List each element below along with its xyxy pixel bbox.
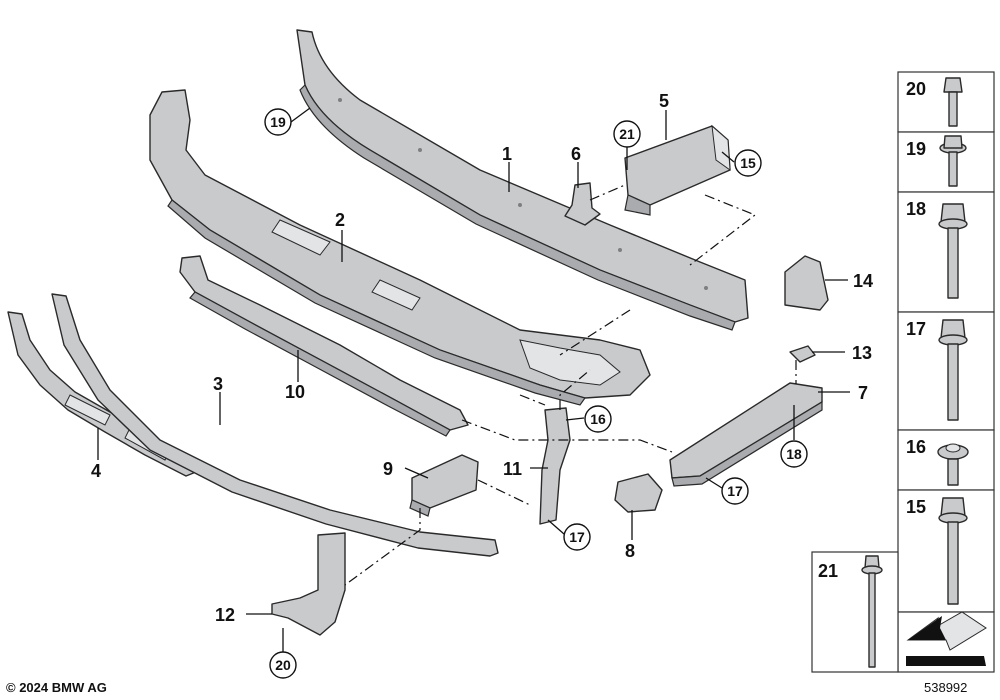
support-bracket-part[interactable] [271, 532, 346, 636]
label-10: 10 [285, 382, 305, 402]
trim-strip-part[interactable] [51, 293, 499, 557]
callout-20: 20 [269, 651, 297, 679]
sensor-bracket-part[interactable] [409, 454, 479, 517]
label-8: 8 [625, 541, 635, 561]
side-rail-part[interactable] [179, 255, 469, 437]
bracket-box-part[interactable] [624, 124, 731, 216]
svg-text:20: 20 [275, 657, 291, 673]
table-label-20: 20 [906, 79, 926, 99]
table-label-17: 17 [906, 319, 926, 339]
copyright-text: © 2024 BMW AG [6, 680, 107, 695]
mount-bracket-part[interactable] [784, 255, 829, 311]
callout-17-lower: 17 [563, 523, 591, 551]
part-number-labels: 1 2 3 4 5 6 7 8 9 10 11 12 13 14 [91, 91, 873, 625]
bolt-15-icon [938, 497, 968, 605]
bolt-21-icon [861, 555, 883, 668]
vertical-bracket-part[interactable] [539, 407, 571, 525]
svg-text:21: 21 [619, 126, 635, 142]
label-12: 12 [215, 605, 235, 625]
impact-rail-part[interactable] [669, 382, 823, 487]
svg-text:19: 19 [270, 114, 286, 130]
svg-text:18: 18 [786, 446, 802, 462]
lower-carrier-part[interactable] [149, 89, 651, 406]
label-11: 11 [503, 459, 522, 479]
clip-part[interactable] [789, 345, 816, 363]
bumper-carrier-part[interactable] [296, 29, 749, 331]
bolt-17-icon [938, 319, 968, 421]
bolt-19-icon [939, 135, 967, 187]
bolt-20-icon [943, 77, 963, 127]
leader-lines [97, 107, 850, 652]
label-5: 5 [659, 91, 669, 111]
svg-text:17: 17 [569, 529, 585, 545]
assembly-lines [344, 184, 797, 586]
callout-21: 21 [613, 120, 641, 148]
image-number-text: 538992 [924, 680, 967, 695]
label-4: 4 [91, 461, 101, 481]
table-label-21: 21 [818, 561, 838, 581]
small-bracket-part[interactable] [564, 182, 601, 226]
label-7: 7 [858, 383, 868, 403]
callout-16: 16 [584, 405, 612, 433]
block-part[interactable] [614, 473, 663, 513]
svg-text:15: 15 [740, 155, 756, 171]
callout-19: 19 [264, 108, 292, 136]
callout-18: 18 [780, 440, 808, 468]
label-14: 14 [853, 271, 873, 291]
label-2: 2 [335, 210, 345, 230]
label-3: 3 [213, 374, 223, 394]
fastener-table: 20 19 18 17 16 15 21 [811, 71, 995, 673]
table-label-16: 16 [906, 437, 926, 457]
bolt-16-icon [937, 443, 969, 486]
label-6: 6 [571, 144, 581, 164]
direction-arrow-icon [906, 611, 987, 666]
table-label-18: 18 [906, 199, 926, 219]
svg-text:17: 17 [727, 483, 743, 499]
svg-text:16: 16 [590, 411, 606, 427]
bolt-18-icon [938, 203, 968, 299]
table-label-19: 19 [906, 139, 926, 159]
callout-17-upper: 17 [721, 477, 749, 505]
label-9: 9 [383, 459, 393, 479]
table-label-15: 15 [906, 497, 926, 517]
label-1: 1 [502, 144, 512, 164]
callout-15: 15 [734, 149, 762, 177]
label-13: 13 [852, 343, 872, 363]
